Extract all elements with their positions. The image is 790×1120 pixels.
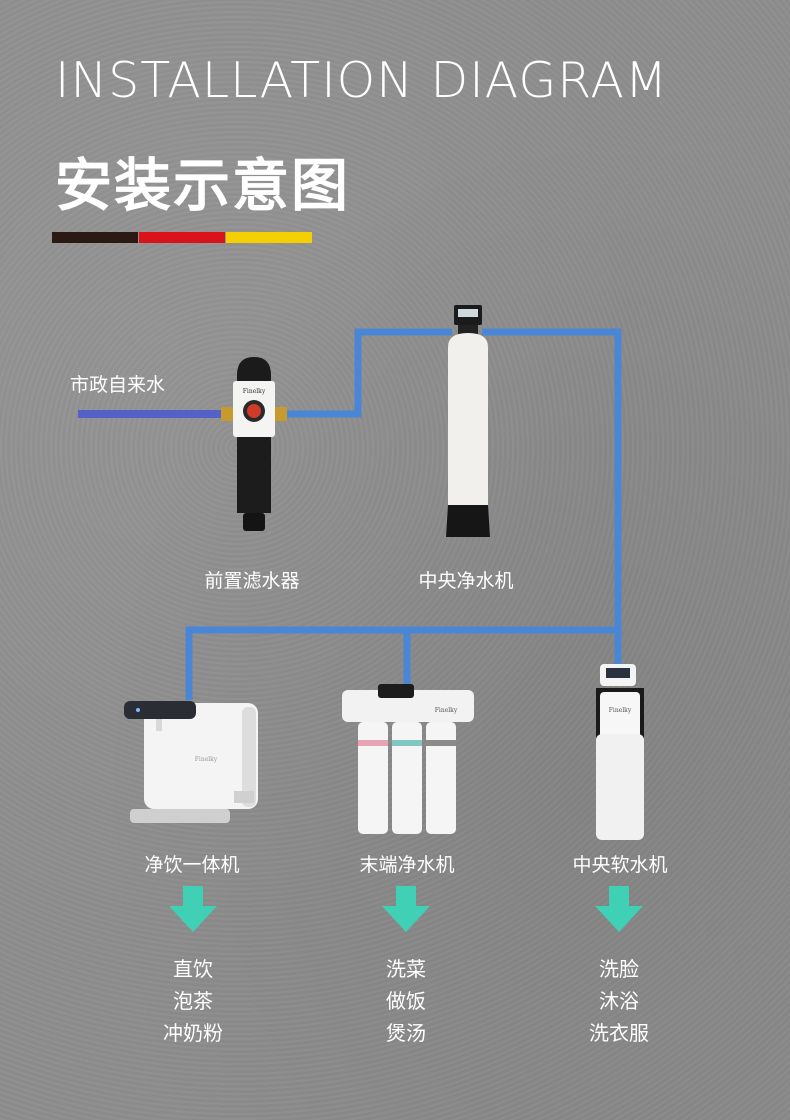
use-item: 洗脸 (599, 957, 639, 981)
use-item: 煲汤 (386, 1021, 426, 1045)
color-stripe-2 (139, 232, 225, 243)
central-purifier-device (446, 305, 490, 537)
terminal-purifier-brand: Finelky (435, 707, 458, 714)
softener-label: 中央软水机 (572, 854, 668, 876)
terminal-purifier-arrow-icon (382, 886, 430, 932)
color-stripe-3 (226, 232, 312, 243)
pre-filter-label: 前置滤水器 (204, 570, 300, 592)
softener-brand: Finelky (609, 707, 632, 714)
pre-filter-device: Finelky (221, 357, 287, 531)
use-item: 做饭 (386, 989, 426, 1013)
pre-filter-brand: Finelky (243, 388, 266, 395)
use-item: 洗菜 (386, 957, 426, 981)
pipe-prefilter-to-central (282, 328, 452, 418)
softener-uses: 洗脸 沐浴 洗衣服 (544, 953, 694, 1049)
terminal-purifier-label: 末端净水机 (359, 854, 455, 876)
use-item: 冲奶粉 (163, 1021, 223, 1045)
use-item: 沐浴 (599, 989, 639, 1013)
title-chinese: 安装示意图 (55, 153, 350, 219)
dispenser-arrow-icon (169, 886, 217, 932)
use-item: 洗衣服 (589, 1021, 649, 1045)
softener-device: Finelky (596, 664, 644, 840)
color-stripe-1 (52, 232, 138, 243)
terminal-purifier-device: Finelky (342, 684, 474, 834)
central-purifier-label: 中央净水机 (418, 570, 514, 592)
pipe-central-to-softener (482, 328, 622, 670)
dispenser-label: 净饮一体机 (144, 854, 240, 876)
use-item: 泡茶 (173, 989, 213, 1013)
use-item: 直饮 (173, 957, 213, 981)
pipe-branch-dispenser (185, 626, 618, 700)
dispenser-brand: Finelky (195, 756, 218, 763)
source-label: 市政自来水 (70, 374, 166, 396)
terminal-purifier-uses: 洗菜 做饭 煲汤 (331, 953, 481, 1049)
dispenser-uses: 直饮 泡茶 冲奶粉 (118, 953, 268, 1049)
dispenser-device: Finelky (124, 701, 258, 823)
softener-arrow-icon (595, 886, 643, 932)
title-english: INSTALLATION DIAGRAM (55, 52, 669, 109)
